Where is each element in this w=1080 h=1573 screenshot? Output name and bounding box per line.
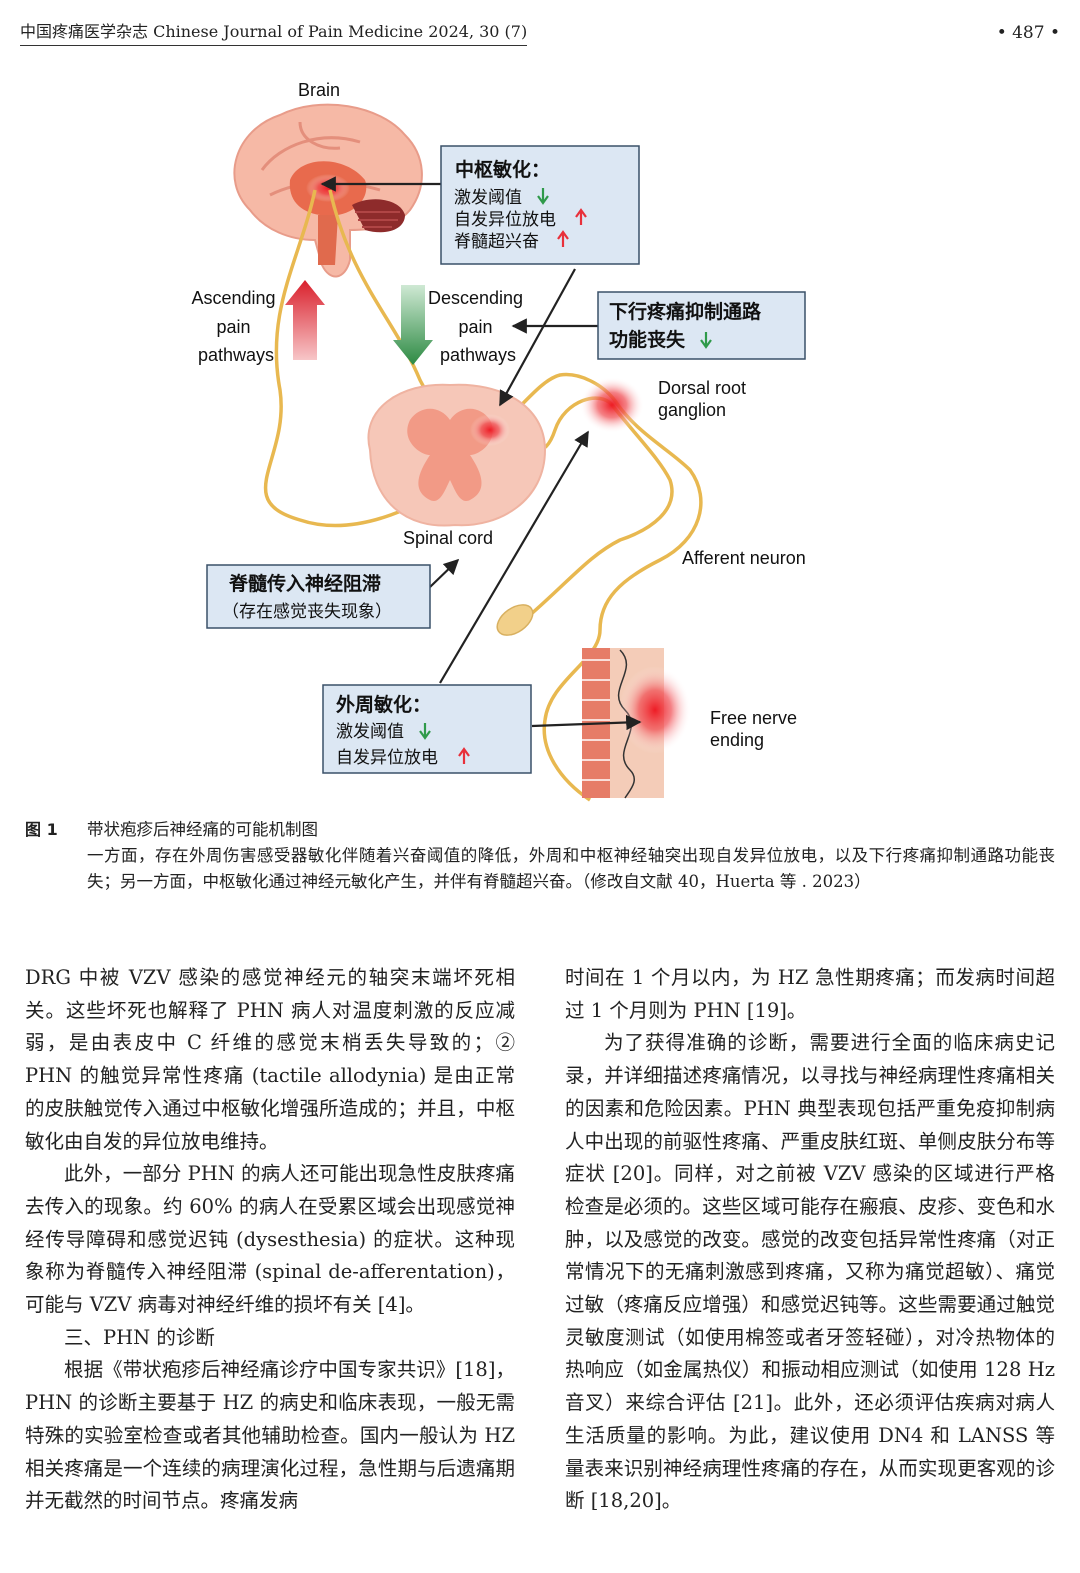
central-line-1: 激发阈值 [454, 188, 522, 208]
paragraph: 根据《带状疱疹后神经痛诊疗中国专家共识》[18]，PHN 的诊断主要基于 HZ … [25, 1358, 515, 1513]
dorsal-root-glow [580, 377, 644, 433]
spinal-deafferentation-box: 脊髓传入神经阻滞 （存在感觉丧失现象） [206, 564, 431, 629]
down-arrow-icon [700, 332, 712, 349]
figure-1: Brain Ascendi [0, 60, 1080, 810]
dorsal-root-label: Dorsal root ganglion [658, 378, 751, 420]
paragraph: 时间在 1 个月以内，为 HZ 急性期疼痛；而发病时间超过 1 个月则为 PHN… [565, 966, 1055, 1022]
right-column: 时间在 1 个月以内，为 HZ 急性期疼痛；而发病时间超过 1 个月则为 PHN… [565, 962, 1055, 1518]
central-line-2: 自发异位放电 [454, 210, 556, 230]
free-nerve-ending-label: Free nerve ending [710, 708, 802, 750]
central-sensitization-box: 中枢敏化： 激发阈值 自发异位放电 脊髓超兴奋 [440, 145, 640, 265]
spinal-cord-illustration [367, 383, 547, 527]
caption-body: 一方面，存在外周伤害感受器敏化伴随着兴奋阈值的降低，外周和中枢神经轴突出现自发异… [87, 846, 1055, 891]
caption-label: 图 1 [25, 820, 58, 839]
paragraph: DRG 中被 VZV 感染的感觉神经元的轴突末端坏死相关。这些坏死也解释了 PH… [25, 966, 515, 1153]
mechanism-diagram: Brain Ascendi [191, 80, 806, 802]
page-header: 中国疼痛医学杂志 Chinese Journal of Pain Medicin… [20, 22, 1060, 46]
sensory-receptor [496, 604, 534, 636]
paragraph: 为了获得准确的诊断，需要进行全面的临床病史记录，并详细描述疼痛情况，以寻找与神经… [565, 1031, 1055, 1513]
central-box-title: 中枢敏化： [455, 158, 550, 181]
down-arrow-icon [419, 723, 431, 740]
descending-label: Descending pain pathways [428, 288, 528, 365]
afferent-neuron-label: Afferent neuron [682, 548, 806, 568]
spinal-box-title: 脊髓传入神经阻滞 [228, 572, 381, 595]
section-heading: 三、PHN 的诊断 [64, 1325, 215, 1349]
descending-box-line-1: 下行疼痛抑制通路 [609, 300, 762, 323]
descending-arrow [393, 285, 433, 365]
descending-inhibition-box: 下行疼痛抑制通路 功能丧失 [597, 291, 806, 360]
down-arrow-icon [537, 188, 549, 205]
peripheral-sensitization-box: 外周敏化： 激发阈值 自发异位放电 [322, 684, 532, 774]
caption-title: 带状疱疹后神经痛的可能机制图 [87, 820, 318, 839]
central-line-3: 脊髓超兴奋 [454, 232, 539, 252]
ascending-arrow [285, 280, 325, 360]
spinal-box-sub: （存在感觉丧失现象） [222, 602, 392, 622]
up-arrow-icon [458, 747, 470, 764]
peripheral-box-title: 外周敏化： [336, 693, 431, 716]
paragraph: 此外，一部分 PHN 的病人还可能出现急性皮肤疼痛去传入的现象。约 60% 的病… [25, 1162, 515, 1317]
peripheral-line-1: 激发阈值 [336, 722, 404, 742]
left-column: DRG 中被 VZV 感染的感觉神经元的轴突末端坏死相关。这些坏死也解释了 PH… [25, 962, 515, 1518]
peripheral-line-2: 自发异位放电 [336, 748, 438, 768]
nerve-fibers [263, 189, 703, 802]
brain-label: Brain [298, 80, 340, 100]
up-arrow-icon [557, 230, 569, 247]
up-arrow-icon [575, 208, 587, 225]
page-number: • 487 • [996, 23, 1060, 43]
spinal-cord-label: Spinal cord [403, 528, 493, 548]
descending-box-line-2: 功能丧失 [609, 328, 686, 351]
ascending-label: Ascending pain pathways [191, 288, 280, 365]
pointer-arrows [320, 176, 642, 731]
journal-citation: 中国疼痛医学杂志 Chinese Journal of Pain Medicin… [20, 22, 528, 46]
brain-illustration [233, 103, 423, 278]
